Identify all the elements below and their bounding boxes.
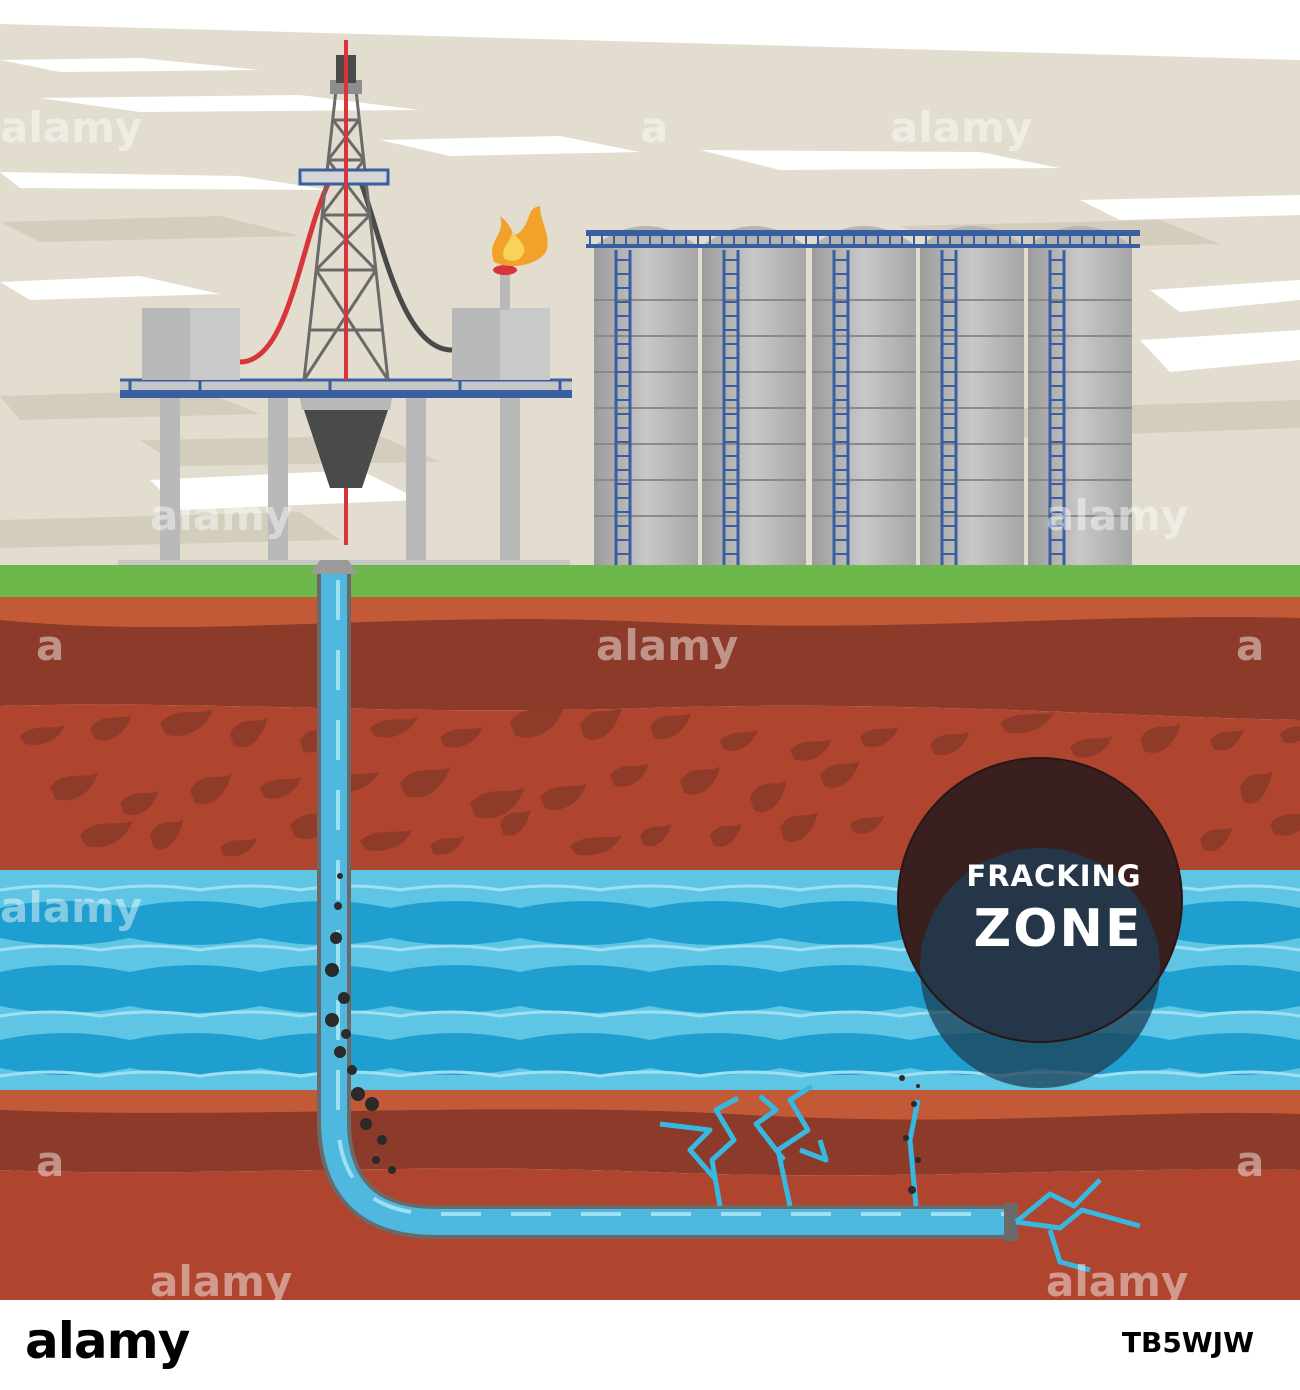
watermark: alamy xyxy=(1046,491,1188,540)
image-id: TB5WJW xyxy=(1121,1326,1254,1359)
storage-tank xyxy=(1028,226,1132,566)
watermark: alamy xyxy=(150,1257,292,1300)
silo-icon xyxy=(586,226,1140,566)
fracking-zone-badge: FRACKING ZONE xyxy=(897,757,1183,1088)
watermark: alamy xyxy=(596,621,738,670)
watermark: alamy xyxy=(150,491,292,540)
watermark: a xyxy=(640,103,668,152)
watermark: a xyxy=(36,621,64,670)
watermark: alamy xyxy=(1046,1257,1188,1300)
watermarks: alamy a alamy alamy alamy alamy a a alam… xyxy=(0,103,1264,1300)
footer-bar: alamy TB5WJW xyxy=(0,1300,1300,1390)
crack-bubbles xyxy=(899,1075,921,1194)
watermark: a xyxy=(1236,1137,1264,1186)
watermark: alamy xyxy=(0,103,142,152)
oil-bubbles xyxy=(325,873,396,1174)
watermark: alamy xyxy=(890,103,1032,152)
badge-line1: FRACKING xyxy=(966,859,1141,893)
well-pipe xyxy=(310,560,1018,1241)
watermark: alamy xyxy=(0,883,142,932)
scene-svg: FRACKING ZONE alamy a alamy alamy alamy … xyxy=(0,24,1300,1300)
flame-icon xyxy=(492,206,548,310)
storage-tank xyxy=(920,226,1024,566)
watermark: a xyxy=(1236,621,1264,670)
deep-soil-2 xyxy=(0,1109,1300,1176)
storage-tank xyxy=(812,226,916,566)
grass xyxy=(0,565,1300,597)
alamy-logo: alamy xyxy=(25,1312,190,1370)
storage-tank xyxy=(594,226,698,566)
badge-line2: ZONE xyxy=(974,899,1143,959)
crack-icon xyxy=(659,1083,1141,1273)
cloud-streaks xyxy=(0,58,1300,510)
watermark: a xyxy=(36,1137,64,1186)
storage-tank xyxy=(702,226,806,566)
rock-deposits xyxy=(20,705,1300,857)
